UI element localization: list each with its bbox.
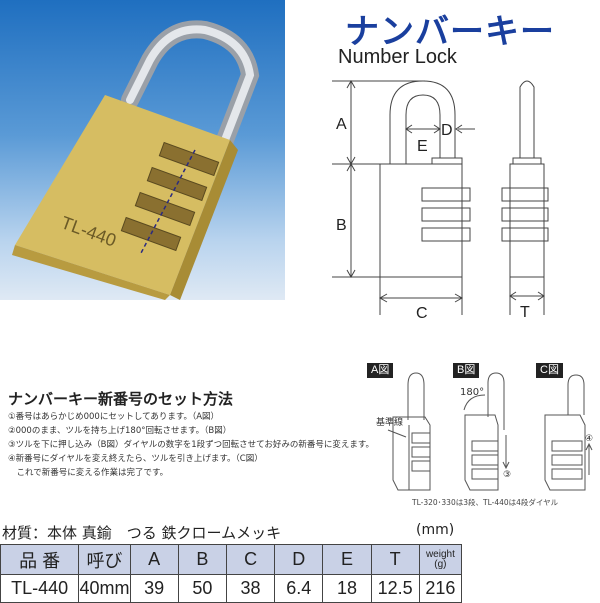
page-subtitle: Number Lock — [338, 46, 457, 68]
table-row: TL-440 40mm 39 50 38 6.4 18 12.5 216 — [0, 574, 463, 603]
dim-label-e: E — [417, 138, 428, 155]
reference-line-label: 基準線 — [376, 416, 403, 428]
instruction-step: ③ツルを下に押し込み（B図）ダイヤルの数字を1段ずつ回転させてお好みの新番号に変… — [8, 440, 375, 450]
instruction-step: これで新番号に変える作業は完了です。 — [8, 468, 169, 478]
figure-b-badge: B図 — [453, 363, 480, 378]
instruction-step: ④新番号にダイヤルを変え終えたら、ツルを引き上げます。（C図） — [8, 454, 263, 464]
dim-label-t: T — [520, 304, 530, 321]
step-figures: A図 B図 C図 基準線 180° — [340, 355, 600, 515]
header-a: A — [129, 544, 179, 575]
spec-table: 品 番 呼び A B C D E T weight (g) TL-440 40m… — [0, 544, 463, 603]
step4-marker: ④ — [585, 434, 593, 444]
cell-a: 39 — [129, 574, 179, 603]
dim-label-d: D — [441, 122, 453, 139]
header-d: D — [274, 544, 324, 575]
dim-label-b: B — [336, 217, 347, 234]
cell-d: 6.4 — [274, 574, 324, 603]
rotation-label: 180° — [460, 387, 484, 398]
material-text: 材質：本体 真鍮 つる 鉄クロームメッキ — [2, 524, 282, 542]
header-model: 品 番 — [0, 544, 80, 575]
dial-count-note: TL-320･330は3段、TL-440は4段ダイヤル — [412, 498, 559, 507]
figure-b-lock-icon — [463, 372, 510, 491]
page-title: ナンバーキー — [345, 12, 555, 52]
cell-model: TL-440 — [0, 574, 80, 603]
header-weight: weight (g) — [418, 544, 463, 575]
figure-c-lock-icon — [544, 374, 593, 491]
instructions-list: ①番号はあらかじめ000にセットしてあります。（A図） ②000のまま、ツルを持… — [8, 410, 374, 480]
instruction-step: ②000のまま、ツルを持ち上げ180°回転させます。（B図） — [8, 426, 232, 436]
cell-t: 12.5 — [370, 574, 420, 603]
step3-marker: ③ — [503, 470, 511, 480]
figure-a-badge: A図 — [367, 363, 394, 378]
cell-size: 40mm — [78, 574, 131, 603]
figure-c-badge: C図 — [536, 363, 563, 378]
header-t: T — [370, 544, 420, 575]
cell-c: 38 — [225, 574, 276, 603]
header-size: 呼び — [78, 544, 131, 575]
instruction-step: ①番号はあらかじめ000にセットしてあります。（A図） — [8, 412, 220, 422]
cell-weight: 216 — [418, 574, 463, 603]
product-photo: TL-440 — [0, 0, 285, 300]
cell-e: 18 — [322, 574, 372, 603]
figure-a-lock-icon — [387, 372, 431, 491]
dim-label-a: A — [336, 116, 347, 133]
unit-label: (mm) — [416, 522, 455, 538]
header-b: B — [177, 544, 227, 575]
table-header-row: 品 番 呼び A B C D E T weight (g) — [0, 544, 463, 575]
padlock-photo-icon: TL-440 — [12, 20, 260, 300]
dim-label-c: C — [416, 305, 428, 322]
cell-b: 50 — [177, 574, 227, 603]
header-e: E — [322, 544, 372, 575]
dimension-diagram: A B C D E T — [310, 70, 600, 330]
header-c: C — [225, 544, 276, 575]
instructions-title: ナンバーキー新番号のセット方法 — [8, 390, 234, 408]
